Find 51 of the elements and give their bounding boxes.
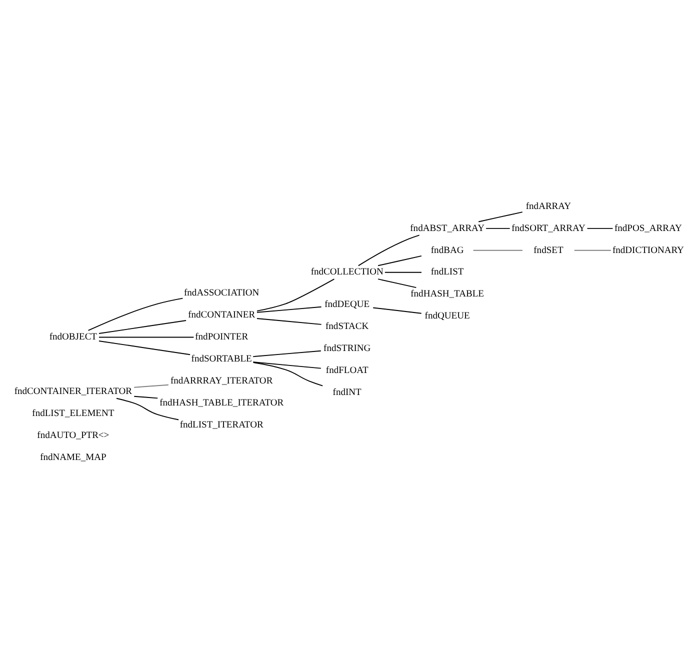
connector [378,255,422,266]
node-text: fndASSOCIATION [184,288,260,299]
label: fndNAME_MAP [40,452,106,463]
node-text: fndBAG [430,244,464,256]
node-text: fndSORTABLE [191,354,252,365]
node-text: fndCONTAINER_ITERATOR [14,386,132,398]
connector [98,340,191,356]
node-text: fndSTACK [325,321,369,332]
connector [472,250,523,251]
connector [252,362,322,369]
label: fndLIST_ELEMENT [32,408,114,419]
connector [98,336,194,338]
node-text: fndHASH_TABLE [410,288,484,300]
node-text: fndDEQUE [324,299,370,310]
connector [378,278,417,288]
node-text: fndLIST_ITERATOR [180,419,264,430]
node-text: fndDICTIONARY [612,244,684,256]
connector [478,212,523,222]
connector [372,307,422,314]
connector [134,384,169,388]
connector [256,278,335,312]
connector [88,298,184,331]
node-text: fndARRAY [526,200,572,212]
node-text: fndLIST [430,266,464,278]
node-text: fndQUEUE [424,310,470,322]
connector [586,228,614,229]
connector [98,320,187,334]
connector [252,362,324,386]
connector [134,396,158,399]
node-text: fndARRRAY_ITERATOR [170,376,273,387]
node-text: fndABST_ARRAY [410,222,484,234]
node-text: fndPOINTER [195,332,248,343]
connector [574,250,612,251]
connector [384,272,422,273]
connector [252,350,322,358]
node-text: fndOBJECT [49,332,98,343]
node-text: fndSORT_ARRAY [512,222,586,234]
node-text: fndSTRING [324,343,371,354]
node-text: fndFLOAT [326,365,368,376]
connector [486,228,510,229]
node-text: fndINT [332,386,362,398]
node-text: fndPOS_ARRAY [614,222,682,234]
node-text: fndCONTAINER [188,310,256,321]
node-text: fndHASH_TABLE_ITERATOR [160,397,284,408]
connector [256,318,322,325]
connector [256,306,322,313]
connector [358,234,420,266]
label: fndAUTO_PTR<> [37,430,110,441]
node-text: fndCOLLECTION [310,266,384,278]
node-text: fndSET [534,244,564,256]
connector [116,398,180,420]
